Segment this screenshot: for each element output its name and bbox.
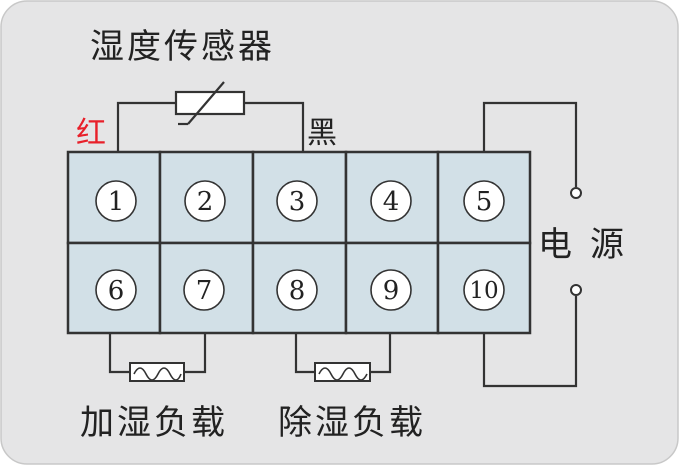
sensor-variable-arrow [187,81,225,125]
power-terminal-top [570,187,582,199]
humidify-wire-left [108,333,130,374]
sensor-title: 湿度传感器 [90,27,275,67]
terminal-number-9: 9 [383,276,400,306]
red-wire-label: 红 [76,116,106,151]
terminal-circle-6 [95,269,137,311]
terminal-number-5: 5 [476,187,493,217]
terminal-circle-9 [370,269,412,311]
terminal-circle-5 [463,180,505,222]
dehumidify-load-label: 除湿负载 [278,403,426,443]
terminal-circle-10 [463,269,505,311]
dehumidify-wire-right [370,333,392,374]
humidify-coil [133,367,182,381]
terminal-circle-8 [276,269,318,311]
humidify-heater [129,362,185,382]
dehumidify-coil [318,367,368,381]
power-supply-wiring [482,101,582,388]
terminal-block: 1 2 3 4 5 6 7 8 9 10 [66,150,532,335]
terminal-circle-4 [370,180,412,222]
terminal-circle-7 [183,269,225,311]
humidify-load-symbol [108,333,207,382]
power-label-2: 源 [590,225,627,265]
humidify-wire-right [184,333,207,374]
terminal-number-10: 10 [469,278,498,304]
sensor-wire-black [244,101,305,152]
terminal-circle-1 [95,180,137,222]
black-wire-label: 黑 [307,116,337,151]
terminal-circle-2 [184,180,226,222]
sensor-wire-red [116,101,176,152]
terminal-number-4: 4 [383,187,400,217]
sensor-resistor [174,90,246,116]
power-wire-top [482,101,578,187]
terminal-number-8: 8 [289,276,306,306]
terminal-number-7: 7 [196,276,213,306]
dehumidify-heater [314,362,371,382]
terminal-number-2: 2 [197,187,214,217]
dehumidify-wire-left [294,333,315,374]
terminal-number-6: 6 [108,276,125,306]
power-label-1: 电 [538,225,575,265]
terminal-circle-3 [276,180,318,222]
humidify-load-label: 加湿负载 [80,403,228,443]
humidity-sensor-symbol [116,81,305,152]
terminal-number-3: 3 [289,187,306,217]
power-wire-bottom [482,296,578,388]
terminal-number-1: 1 [108,187,125,217]
power-terminal-bottom [570,284,582,296]
dehumidify-load-symbol [294,333,392,382]
